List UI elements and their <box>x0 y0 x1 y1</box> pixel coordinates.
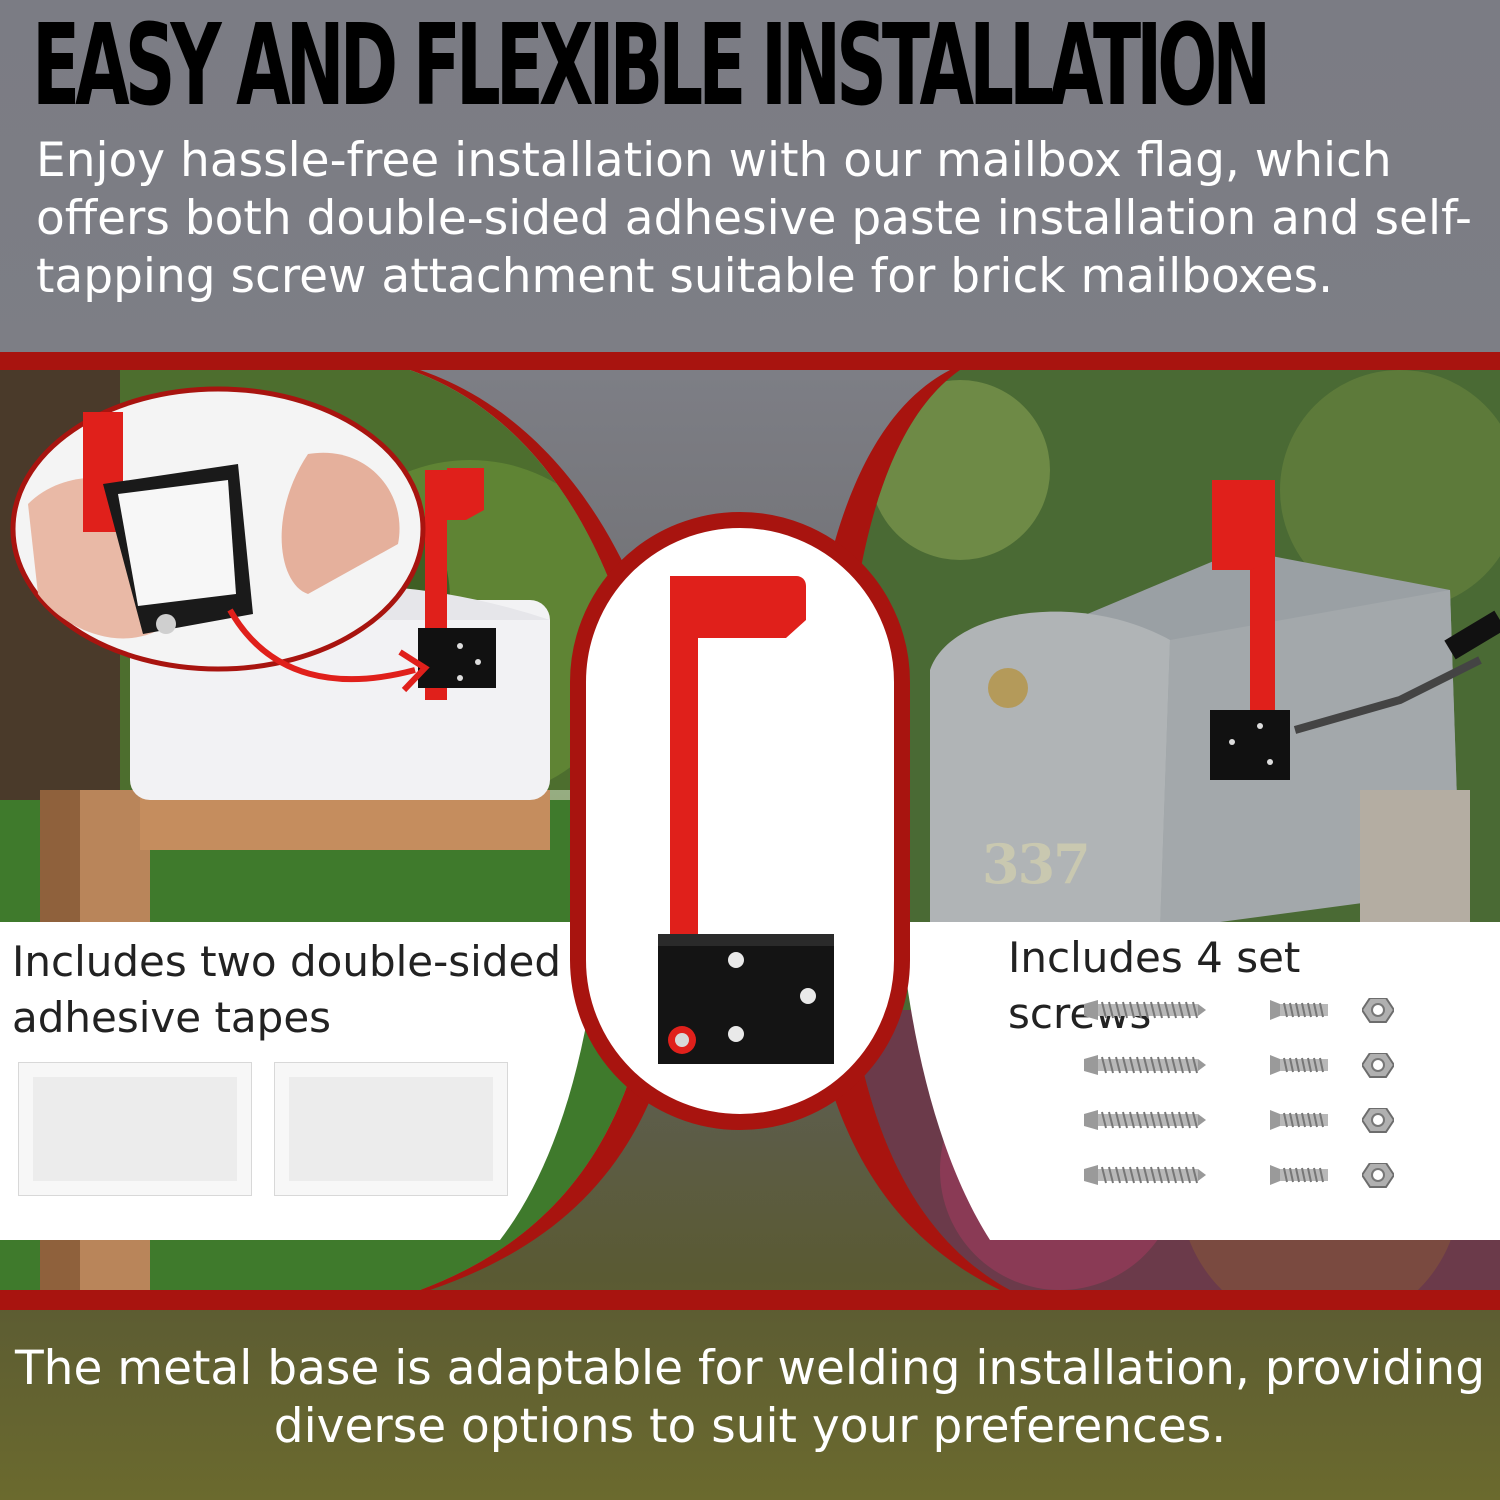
product-pill <box>570 512 910 1130</box>
adhesive-tape-icon <box>18 1062 252 1196</box>
self-tapping-screw-icon <box>1084 1055 1206 1075</box>
hex-nut-icon <box>1362 1163 1394 1188</box>
machine-screw-icon <box>1270 1110 1328 1130</box>
hex-nut-icon <box>1362 1053 1394 1078</box>
curved-arrow-icon <box>227 608 430 693</box>
headline: EASY AND FLEXIBLE INSTALLATION <box>32 1 1271 131</box>
footer-text: The metal base is adaptable for welding … <box>14 1341 1486 1454</box>
hex-nut-icon <box>1362 1108 1394 1133</box>
intro-text: Enjoy hassle-free installation with our … <box>36 133 1472 304</box>
screwdriver-icon <box>1295 660 1480 730</box>
machine-screw-icon <box>1270 1000 1328 1020</box>
machine-screw-icon <box>1270 1055 1328 1075</box>
right-caption-box <box>900 922 1500 1240</box>
adhesive-tape-icon <box>274 1062 508 1196</box>
machine-screw-icon <box>1270 1165 1328 1185</box>
self-tapping-screw-icon <box>1084 1110 1206 1130</box>
self-tapping-screw-icon <box>1084 1000 1206 1020</box>
adhesive-closeup <box>10 386 426 672</box>
adhesive-tapes-caption: Includes two double-sided adhesive tapes <box>12 937 561 1042</box>
self-tapping-screw-icon <box>1084 1165 1206 1185</box>
house-number: 337 <box>982 832 1091 896</box>
screws-caption: Includes 4 set screws <box>1008 933 1301 1038</box>
hex-nut-icon <box>1362 998 1394 1023</box>
